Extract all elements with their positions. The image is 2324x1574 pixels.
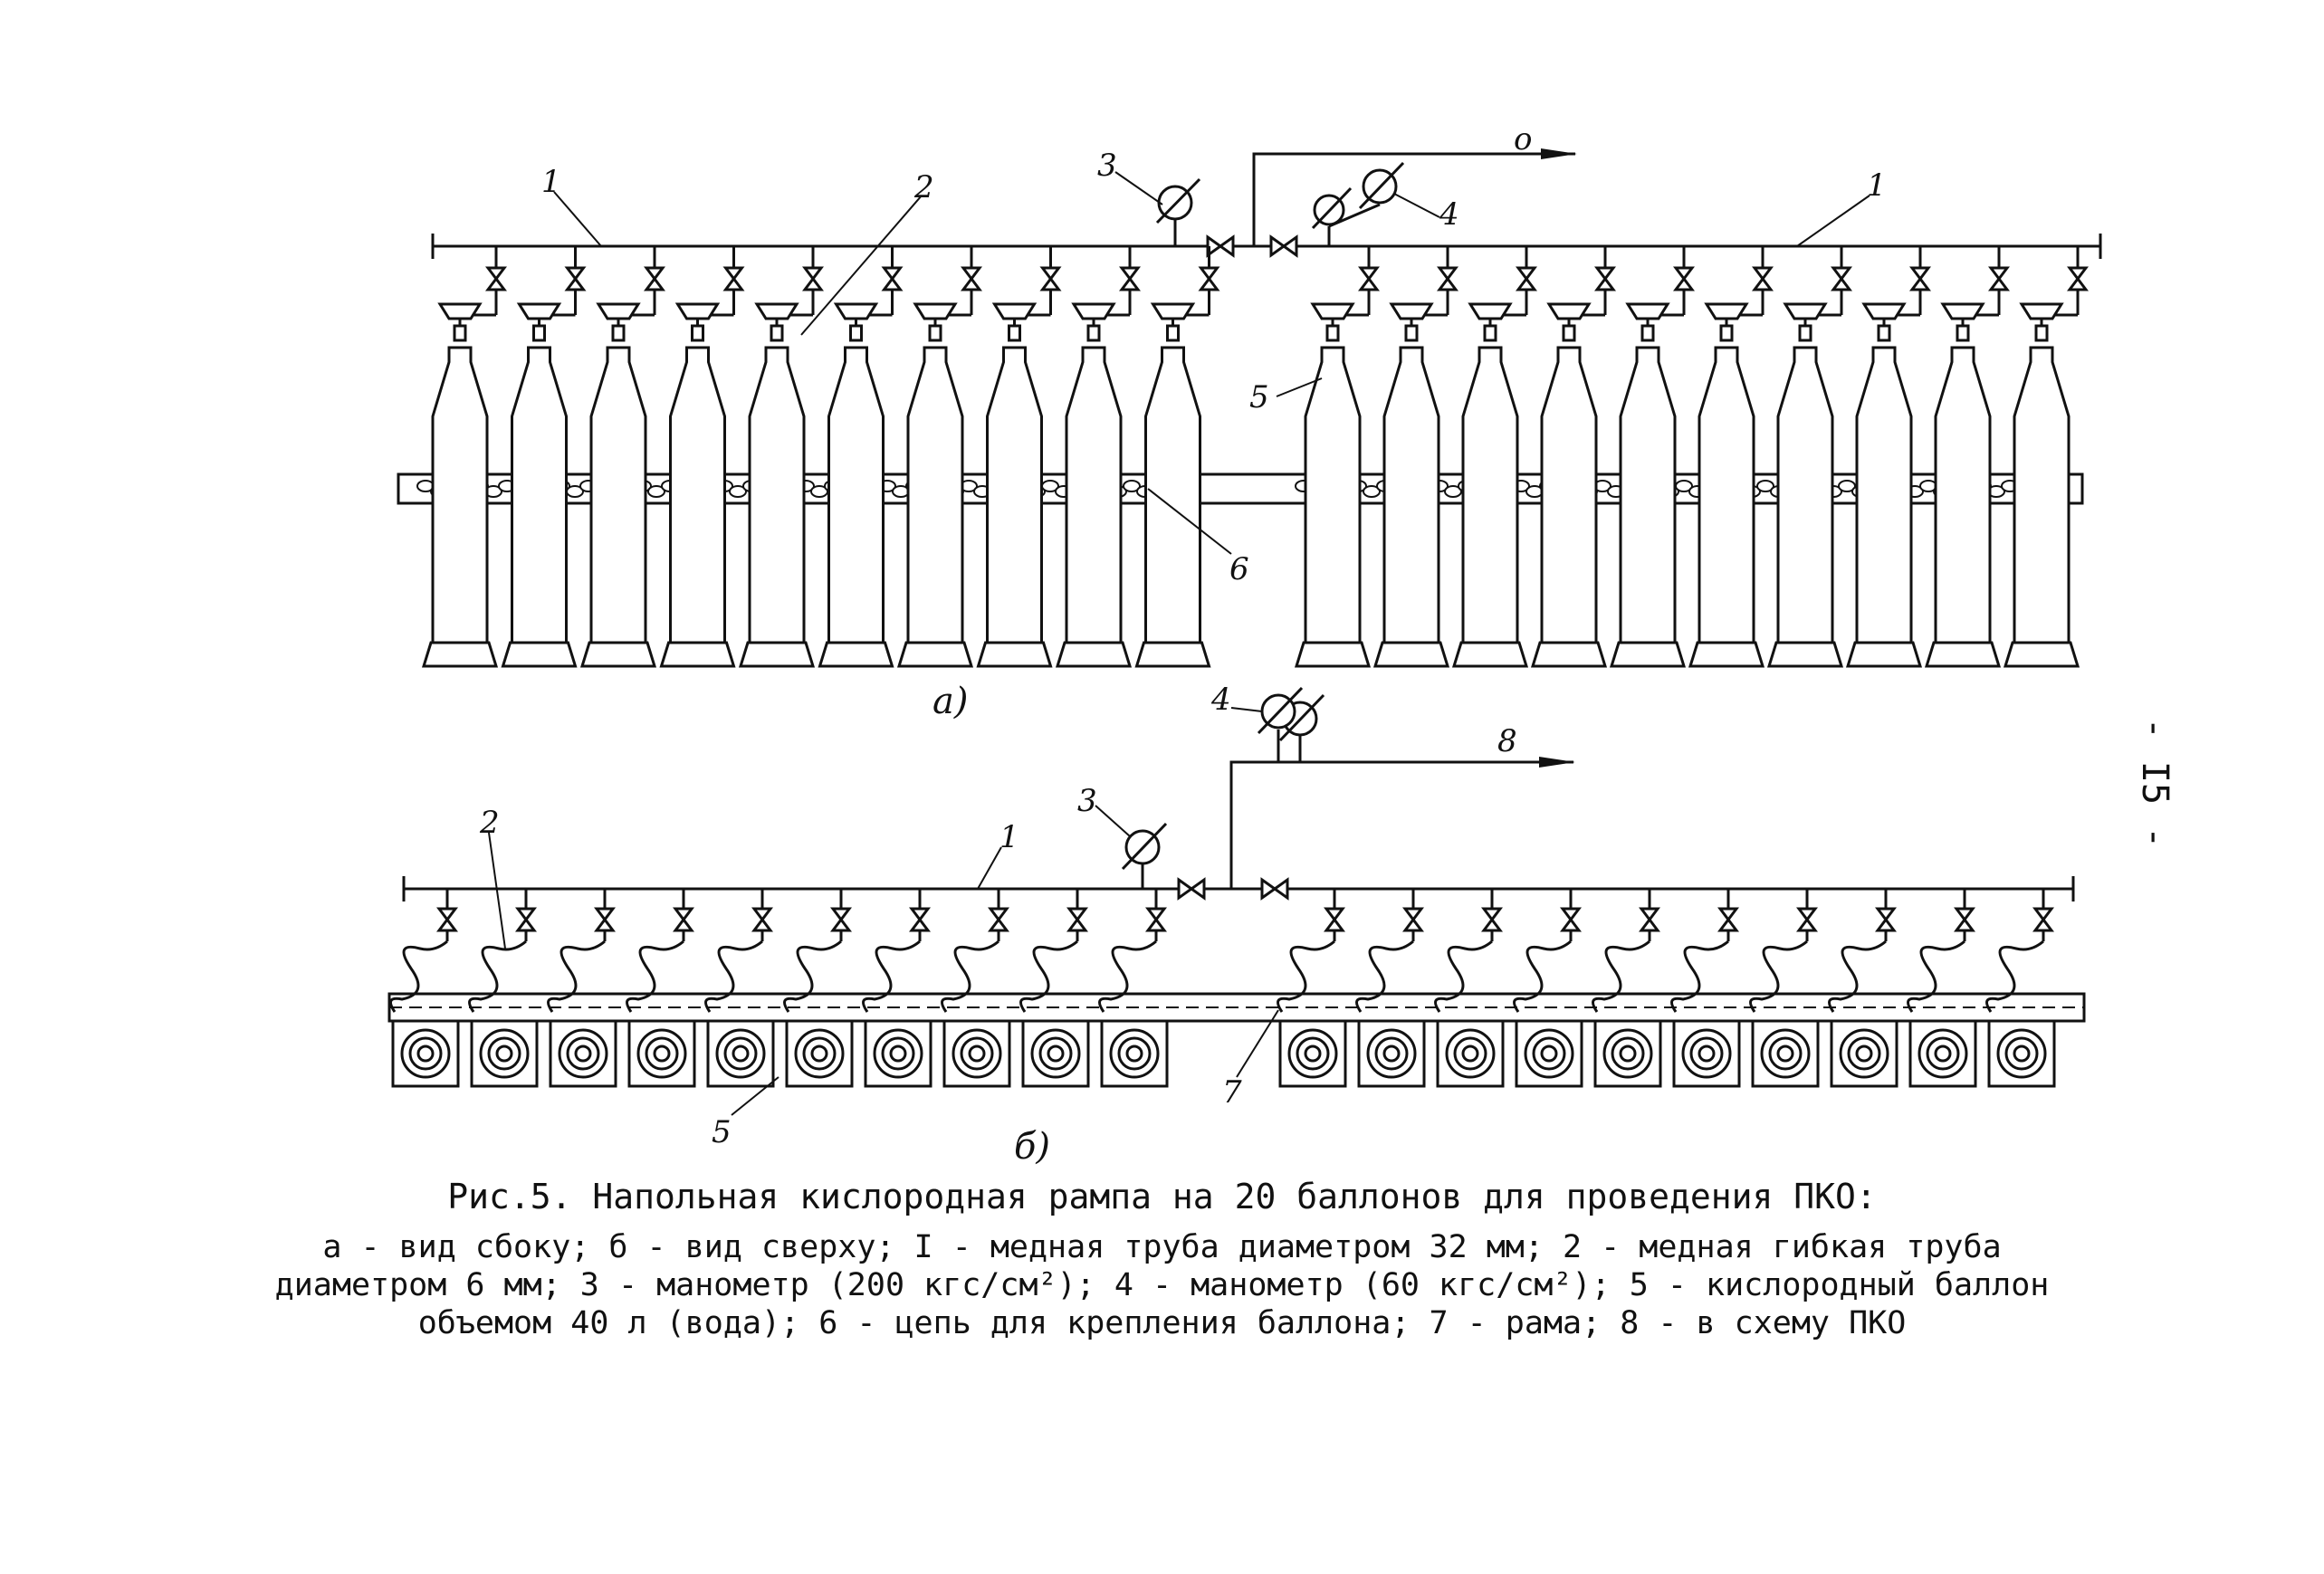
oxygen-cylinder-side [1294,246,1380,668]
label-a-1-right: 1 [1867,167,1887,204]
oxygen-cylinder-top [862,889,932,1088]
oxygen-cylinder-top [1277,889,1347,1088]
view-a-side [397,148,2102,668]
label-a-2: 2 [913,169,934,205]
callouts-a [553,171,1870,555]
oxygen-cylinder-top [1592,889,1662,1088]
oxygen-cylinder-side [1845,246,1931,668]
oxygen-cylinder-side [1609,246,1695,668]
figure-legend-line-2: диаметром 6 мм; 3 - манометр (200 кгс/см… [274,1267,2050,1303]
oxygen-cylinder-top [1355,889,1426,1088]
oxygen-cylinder-top [783,889,854,1088]
label-b-3: 3 [1077,783,1097,819]
cylinder-group-side [421,246,2089,668]
oxygen-cylinder-top [389,889,460,1088]
oxygen-cylinder-side [738,246,824,668]
label-a-4: 4 [1439,196,1459,233]
label-b-4: 4 [1210,682,1231,718]
oxygen-cylinder-side [1055,246,1141,668]
oxygen-cylinder-top [626,889,696,1088]
caption-letter-a: а) [932,681,968,722]
cylinder-group-top [389,889,2056,1088]
oxygen-cylinder-top [1828,889,1898,1088]
view-b-top [387,693,2086,1088]
oxygen-cylinder-side [896,246,982,668]
outlet-pipe [1252,148,1577,246]
oxygen-cylinder-top [1670,889,1741,1088]
oxygen-cylinder-side [1134,246,1220,668]
oxygen-cylinder-top [1749,889,1820,1088]
label-a-5: 5 [1249,379,1269,415]
oxygen-cylinder-top [1019,889,1090,1088]
oxygen-cylinder-side [1372,246,1458,668]
oxygen-cylinder-side [1688,246,1774,668]
shutoff-valve-left [1206,234,1235,258]
oxygen-cylinder-side [1530,246,1616,668]
label-a-6: 6 [1229,551,1249,587]
callouts-b [488,707,1279,1116]
oxygen-cylinder-top [468,889,539,1088]
oxygen-cylinder-top [1985,889,2056,1088]
label-a-outlet: о [1514,121,1532,157]
oxygen-cylinder-top [1907,889,1977,1088]
page-number: - I5 - [2134,717,2176,849]
oxygen-cylinder-side [818,246,904,668]
oxygen-cylinder-top [1434,889,1505,1088]
label-b-8: 8 [1497,723,1517,759]
labels-b: 4 3 1 2 5 7 8 б) [479,682,1517,1168]
oxygen-cylinder-side [976,246,1062,668]
label-b-5: 5 [712,1114,732,1150]
oxygen-cylinder-side [579,246,665,668]
labels-a: 1 2 3 4 1 5 6 о а) [541,121,1887,722]
oxygen-cylinder-side [1766,246,1852,668]
figure-title: Рис.5. Напольная кислородная рампа на 20… [447,1177,1877,1216]
oxygen-cylinder-side [1924,246,2010,668]
label-b-2: 2 [479,805,500,841]
oxygen-cylinder-side [2003,246,2089,668]
oxygen-cylinder-top [941,889,1011,1088]
figure-legend-line-1: а - вид сбоку; б - вид сверху; I - медна… [322,1229,2002,1265]
oxygen-cylinder-side [501,246,587,668]
label-b-1: 1 [999,819,1019,855]
oxygen-cylinder-top [547,889,617,1088]
oxygen-cylinder-top [1098,889,1169,1088]
oxygen-cylinder-top [704,889,775,1088]
caption-letter-b: б) [1014,1126,1050,1168]
figure-legend-line-3: объемом 40 л (вода); 6 - цепь для крепле… [417,1305,1907,1341]
oxygen-cylinder-side [659,246,745,668]
oxygen-cylinder-side [421,246,507,668]
label-a-1-left: 1 [541,164,561,200]
label-a-3: 3 [1097,148,1117,184]
shutoff-valve-right [1269,234,1298,258]
oxygen-cylinder-top [1513,889,1583,1088]
label-b-7: 7 [1222,1074,1242,1111]
oxygen-cylinder-side [1451,246,1537,668]
outlet-pipe-top [1229,757,1575,889]
